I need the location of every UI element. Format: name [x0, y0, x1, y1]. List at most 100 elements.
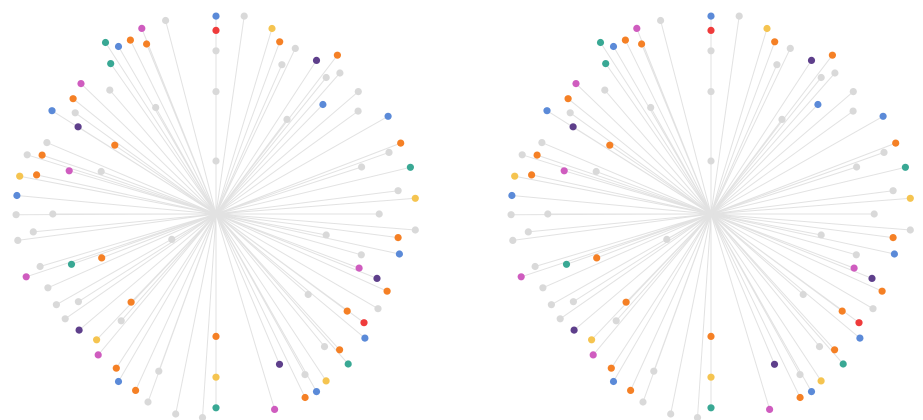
node-82-pink — [65, 167, 73, 175]
edge-65 — [542, 213, 712, 289]
edge-56 — [613, 213, 712, 382]
edge-55 — [653, 213, 712, 372]
node-98-unlabeled_node — [162, 16, 170, 25]
node-4-unlabeled_node — [212, 157, 220, 165]
node-8-unlabeled_node — [291, 44, 299, 53]
edge-67 — [26, 213, 217, 278]
hub-node — [709, 212, 713, 216]
node-40-teal — [839, 360, 847, 368]
edge-20 — [710, 151, 885, 215]
node-85-unlabeled_node — [71, 109, 79, 117]
node-91-teal — [107, 60, 115, 68]
node-70-orange — [98, 254, 106, 262]
node-22-teal — [901, 163, 910, 171]
edge-89 — [80, 83, 217, 215]
node-37-orange — [343, 307, 351, 315]
node-96-orange — [638, 40, 646, 48]
edge-91 — [110, 63, 217, 215]
node-95-orange — [126, 36, 134, 44]
node-66-unlabeled_node — [569, 298, 578, 306]
node-20-unlabeled_node — [880, 148, 888, 156]
node-44-orange — [796, 393, 804, 402]
edge-32 — [710, 213, 873, 279]
edge-63 — [130, 213, 217, 303]
node-26-unlabeled_node — [411, 226, 419, 234]
edge-10 — [710, 60, 812, 215]
node-3-unlabeled_node — [707, 88, 715, 96]
edge-85 — [74, 112, 217, 215]
node-46-purple — [275, 360, 284, 368]
node-43-blue — [312, 388, 321, 396]
node-66-unlabeled_node — [74, 298, 82, 306]
edge-72 — [512, 213, 712, 241]
edge-22 — [215, 166, 411, 215]
edge-67 — [521, 213, 712, 278]
edges-group — [16, 16, 416, 418]
edge-81 — [46, 142, 217, 215]
edge-19 — [710, 142, 896, 215]
node-12-unlabeled_node — [322, 73, 330, 82]
node-16-unlabeled_node — [354, 88, 362, 96]
node-5-unlabeled_node — [240, 12, 248, 20]
node-81-unlabeled_node — [538, 139, 546, 147]
edge-58 — [592, 213, 712, 356]
node-46-purple — [770, 360, 779, 368]
edge-78 — [531, 174, 712, 215]
node-17-unlabeled_node — [354, 107, 362, 115]
node-88-orange — [69, 95, 77, 103]
node-50-orange — [707, 332, 715, 340]
node-82-pink — [560, 167, 568, 175]
node-58-pink — [94, 351, 102, 359]
node-53-unlabeled_node — [639, 398, 647, 406]
edge-37 — [710, 213, 843, 312]
radial-network-left — [12, 12, 419, 420]
edge-74 — [33, 213, 217, 233]
node-63-orange — [127, 298, 135, 306]
edge-6 — [215, 28, 273, 215]
node-73-unlabeled_node — [507, 211, 515, 219]
edge-15 — [215, 119, 288, 215]
edge-38 — [215, 213, 309, 295]
edge-69 — [71, 213, 217, 265]
node-0-blue — [212, 12, 220, 20]
nodes-group — [12, 12, 419, 420]
node-92-teal — [596, 38, 605, 47]
node-9-unlabeled_node — [773, 61, 781, 69]
edge-72 — [17, 213, 217, 241]
node-61-unlabeled_node — [61, 315, 69, 323]
node-72-unlabeled_node — [14, 236, 22, 244]
edge-95 — [624, 39, 712, 215]
node-89-pink — [572, 80, 580, 88]
node-49-yellow — [212, 373, 220, 381]
edge-96 — [146, 43, 217, 215]
node-0-blue — [707, 12, 715, 20]
node-97-unlabeled_node — [152, 103, 160, 112]
edge-97 — [650, 107, 712, 215]
edge-80 — [41, 154, 217, 215]
node-67-pink — [22, 273, 30, 281]
edge-16 — [215, 91, 359, 215]
edge-34 — [710, 213, 874, 310]
edge-30 — [215, 213, 362, 256]
edge-86 — [77, 126, 217, 215]
node-69-teal — [67, 260, 76, 268]
edge-66 — [573, 213, 712, 303]
node-40-teal — [344, 360, 352, 368]
node-87-orange — [111, 141, 119, 149]
node-64-unlabeled_node — [547, 301, 556, 309]
edge-37 — [215, 213, 348, 312]
edge-79 — [27, 154, 217, 215]
edge-70 — [101, 213, 217, 259]
node-43-blue — [807, 388, 816, 396]
node-64-unlabeled_node — [52, 301, 61, 309]
node-72-unlabeled_node — [509, 236, 517, 244]
node-83-unlabeled_node — [592, 167, 600, 176]
edge-12 — [215, 77, 327, 215]
edge-17 — [710, 110, 854, 215]
edge-63 — [625, 213, 712, 303]
edge-80 — [536, 154, 712, 215]
node-79-unlabeled_node — [518, 151, 526, 159]
node-1-red — [212, 26, 220, 34]
edge-46 — [215, 213, 280, 365]
edge-26 — [215, 213, 416, 231]
